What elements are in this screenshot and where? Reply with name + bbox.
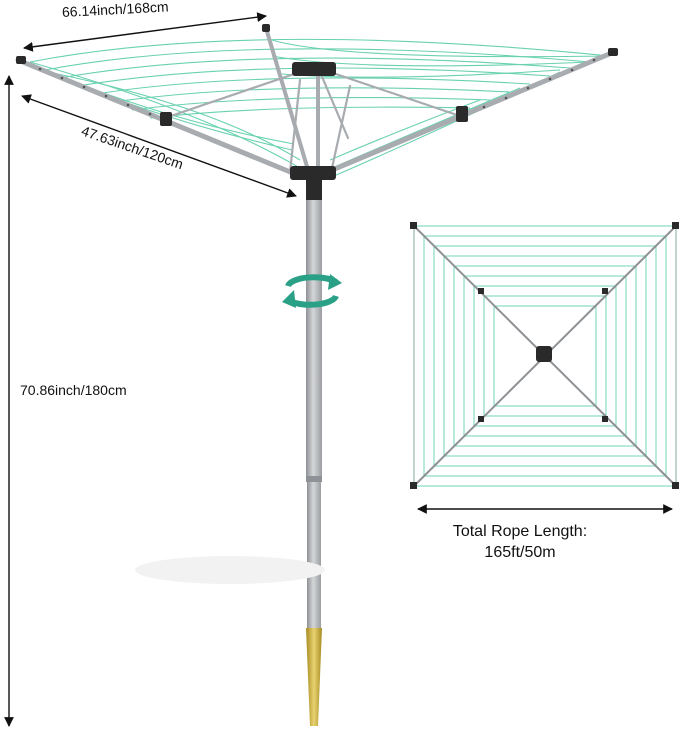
pole-shadow xyxy=(135,556,325,584)
pole xyxy=(306,200,322,628)
top-view-diagram xyxy=(410,222,679,514)
height-label: 70.86inch/180cm xyxy=(20,382,127,398)
ground-spike xyxy=(306,628,322,726)
arm-dimension-arrow xyxy=(21,94,297,198)
rotate-arrows-icon xyxy=(282,274,342,308)
top-view-lines xyxy=(413,225,677,487)
rope-length-title: Total Rope Length: xyxy=(452,523,588,540)
rope-length-value: 165ft/50m xyxy=(484,544,556,561)
arm-pegs xyxy=(38,58,596,116)
clothes-lines xyxy=(29,38,611,177)
top-view-hub xyxy=(410,222,679,489)
width-dimension-arrow xyxy=(23,12,267,52)
rope-length-label: Total Rope Length: 165ft/50m xyxy=(420,521,620,563)
